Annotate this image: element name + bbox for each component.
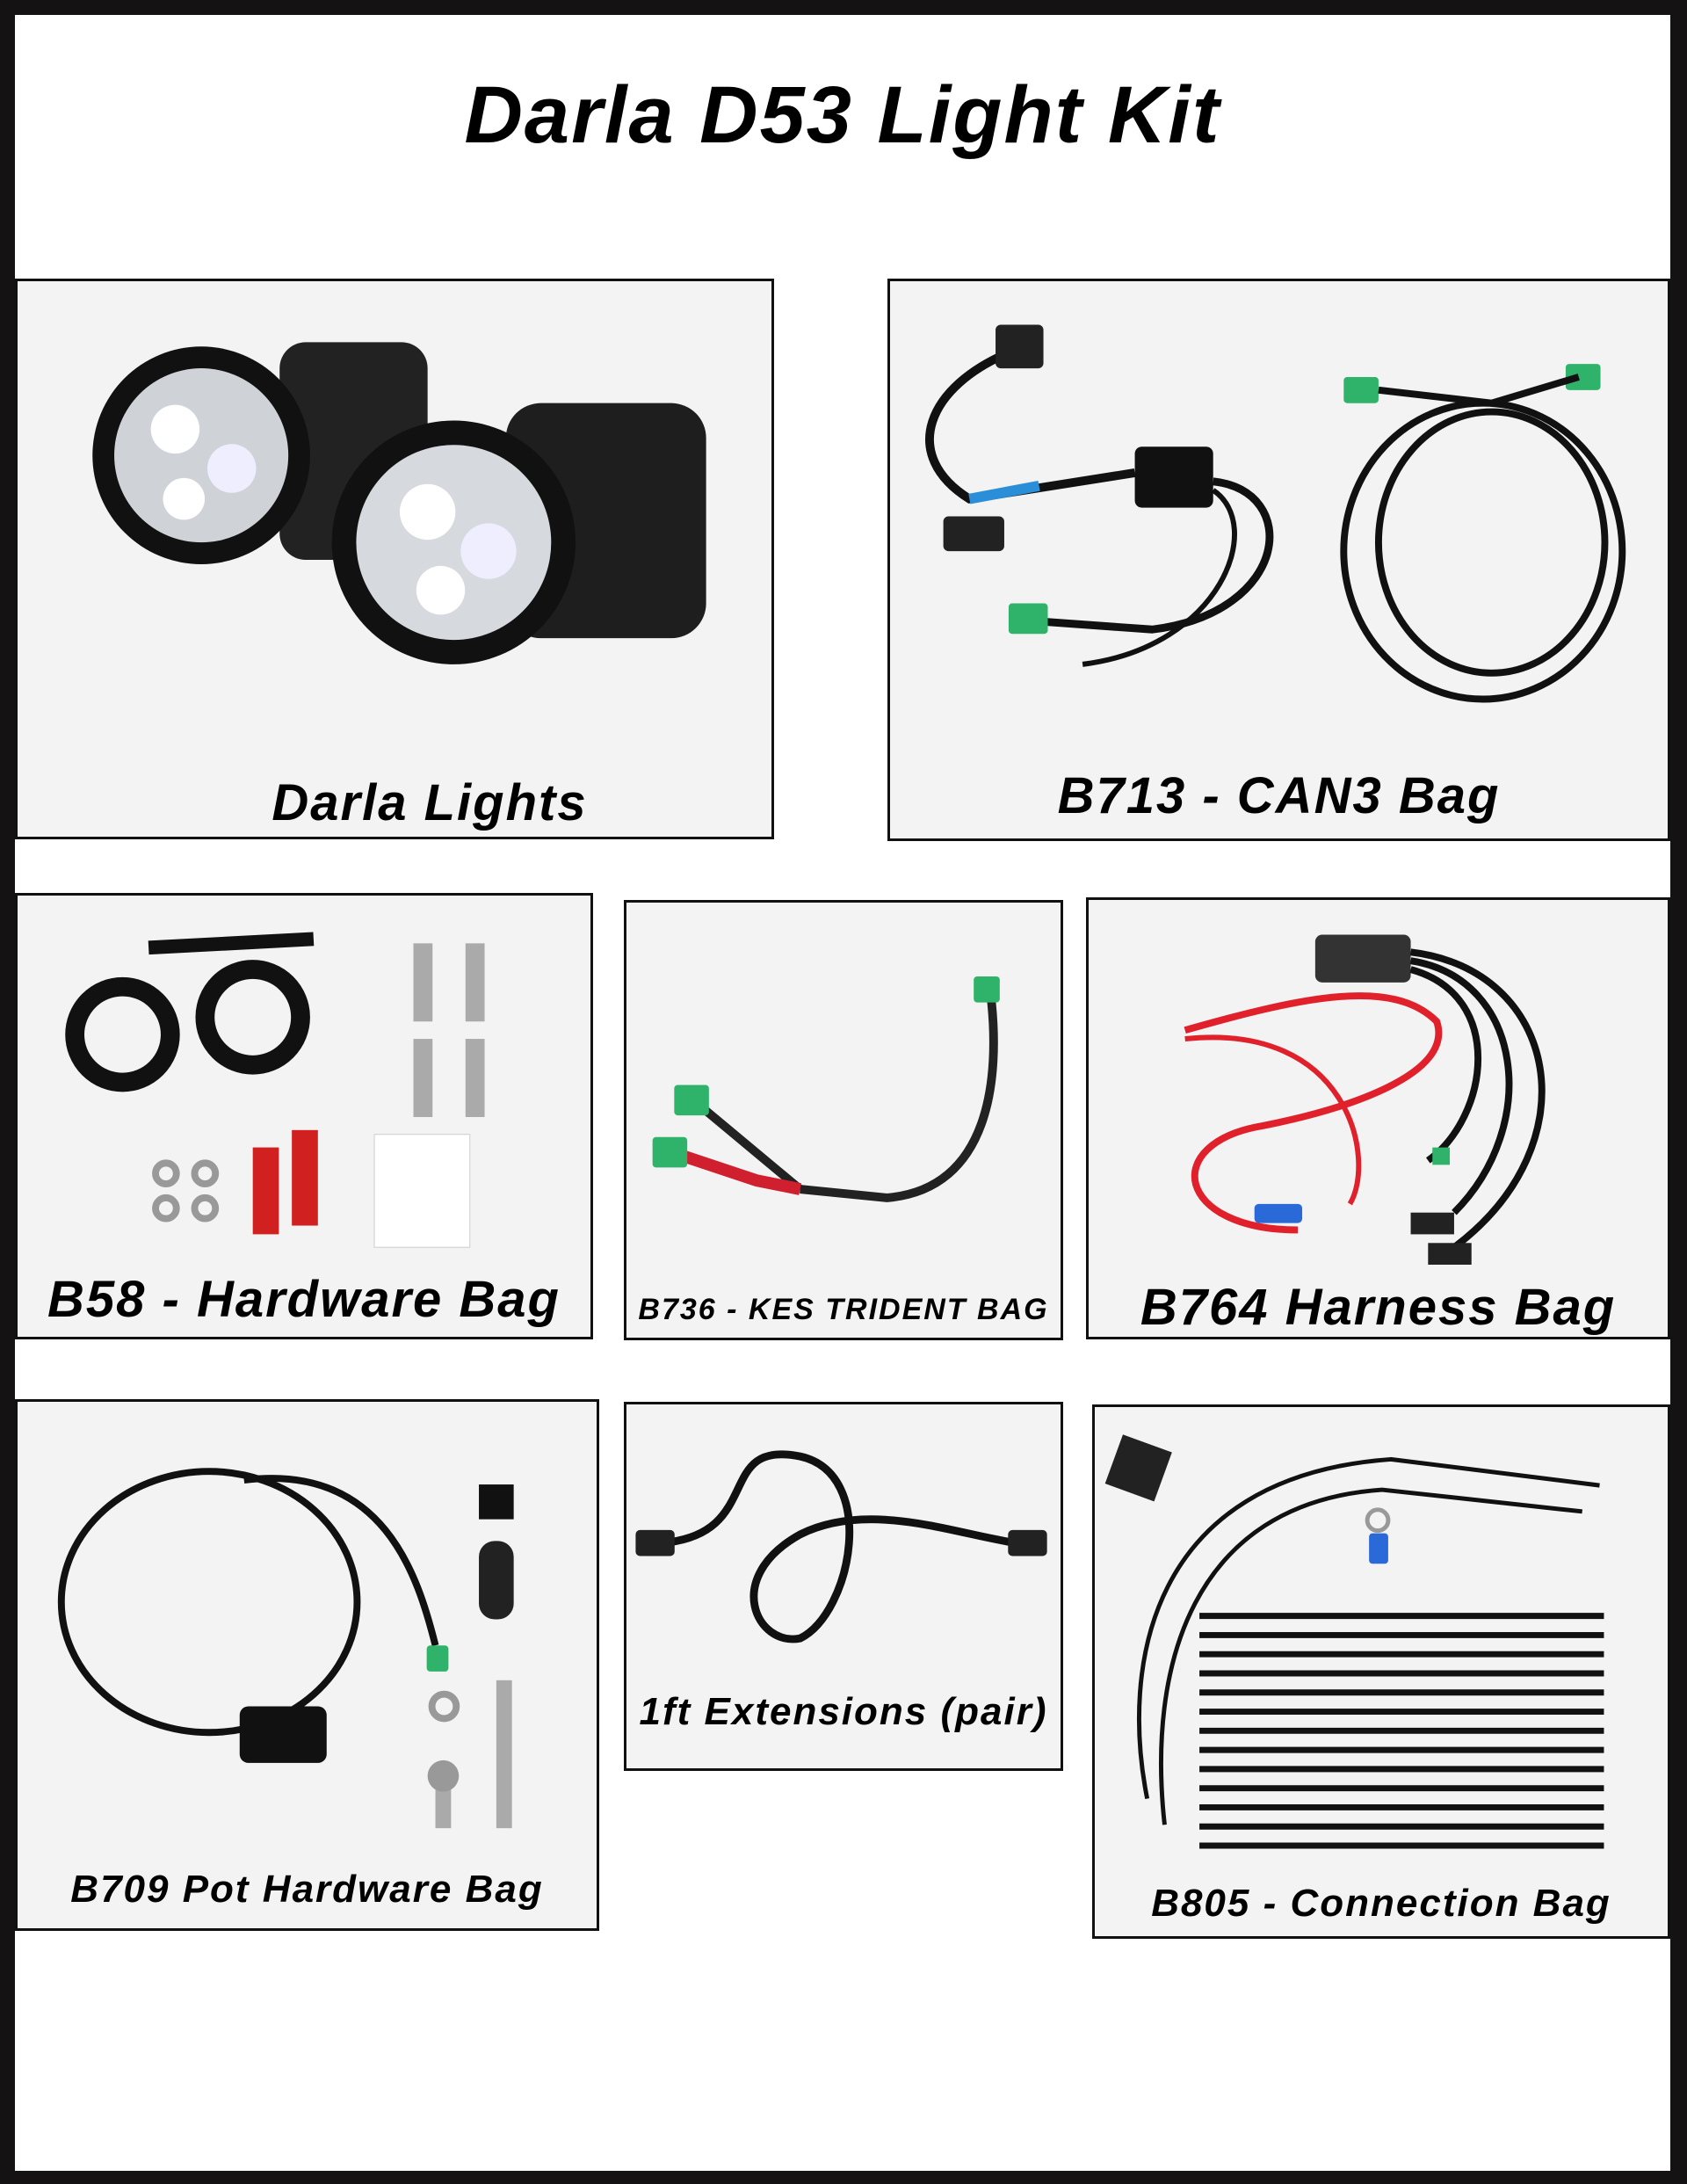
hardware-bag-image (65, 932, 485, 1248)
panel-b709: B709 Pot Hardware Bag (15, 1399, 599, 1931)
panel-label: B713 - CAN3 Bag (1057, 767, 1501, 824)
page: Darla D53 Light Kit Darla Lights (15, 15, 1670, 2171)
kes-trident-image (652, 976, 1000, 1202)
panel-b805: B805 - Connection Bag (1092, 1404, 1670, 1939)
panel-label: B736 - KES TRIDENT BAG (638, 1293, 1049, 1326)
page-title: Darla D53 Light Kit (464, 70, 1221, 160)
pot-hardware-image (57, 1468, 514, 1829)
panel-b58: B58 - Hardware Bag (15, 893, 593, 1339)
panel-label: B58 - Hardware Bag (47, 1271, 561, 1328)
panel-b713: B713 - CAN3 Bag (887, 279, 1670, 841)
panel-label: Darla Lights (272, 774, 588, 831)
darla-lights-image (92, 342, 706, 664)
panel-label: B764 Harness Bag (1140, 1279, 1617, 1336)
panel-1ft-extensions: 1ft Extensions (pair) (624, 1402, 1063, 1771)
panel-b764: B764 Harness Bag (1086, 897, 1670, 1339)
extensions-image (635, 1450, 1047, 1643)
panel-darla-lights: Darla Lights (15, 279, 774, 839)
connection-bag-image (1104, 1434, 1604, 1849)
panel-label: 1ft Extensions (pair) (639, 1690, 1048, 1733)
harness-bag-image (1184, 934, 1546, 1265)
can3-harness-image (925, 324, 1626, 703)
panel-label: B805 - Connection Bag (1151, 1882, 1611, 1925)
panel-b736: B736 - KES TRIDENT BAG (624, 900, 1063, 1340)
panel-label: B709 Pot Hardware Bag (70, 1868, 544, 1911)
